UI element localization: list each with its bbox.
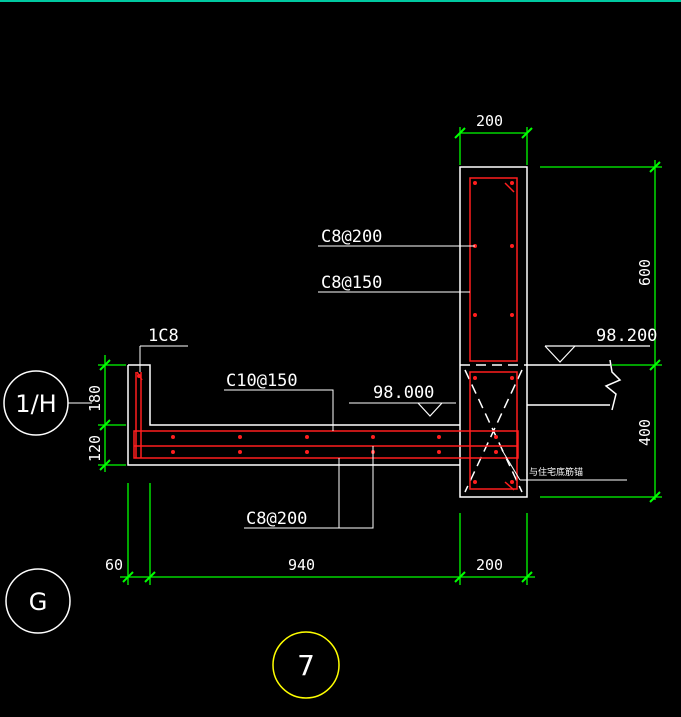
rebar-hooks (136, 182, 515, 491)
dimension-ticks (99, 127, 661, 583)
axis-label-1h: 1/H (15, 390, 56, 418)
dim-slab-span: 940 (288, 556, 315, 574)
label-slab-bottom: C8@200 (246, 509, 307, 529)
dim-lower-height: 400 (636, 419, 654, 446)
dimension-lines (98, 127, 662, 585)
leader-lines (139, 245, 627, 529)
dim-top-width: 200 (476, 112, 503, 130)
dim-upper-height: 600 (636, 259, 654, 286)
label-corner-bar: 1C8 (148, 326, 179, 346)
label-beam-note: 与住宅底筋锚 (529, 466, 583, 478)
dim-bottom-width: 200 (476, 556, 503, 574)
dim-ledge: 60 (105, 556, 123, 574)
concrete-outline (127, 166, 622, 498)
elevation-beam: 98.200 (596, 326, 657, 346)
axis-bubble-7 (272, 631, 340, 699)
label-slab-top: C10@150 (226, 371, 298, 391)
label-top-stirrup: C8@200 (321, 227, 382, 247)
elevation-symbols (417, 345, 650, 417)
rebar-cages (133, 177, 519, 490)
axis-label-g: G (29, 588, 48, 616)
elevation-slab: 98.000 (373, 383, 434, 403)
dim-upstand-height: 180 (86, 385, 104, 412)
dim-slab-thickness: 120 (86, 435, 104, 462)
axis-label-7: 7 (297, 649, 315, 682)
axis-bubble-g (5, 568, 71, 634)
label-vertical-bars: C8@150 (321, 273, 382, 293)
